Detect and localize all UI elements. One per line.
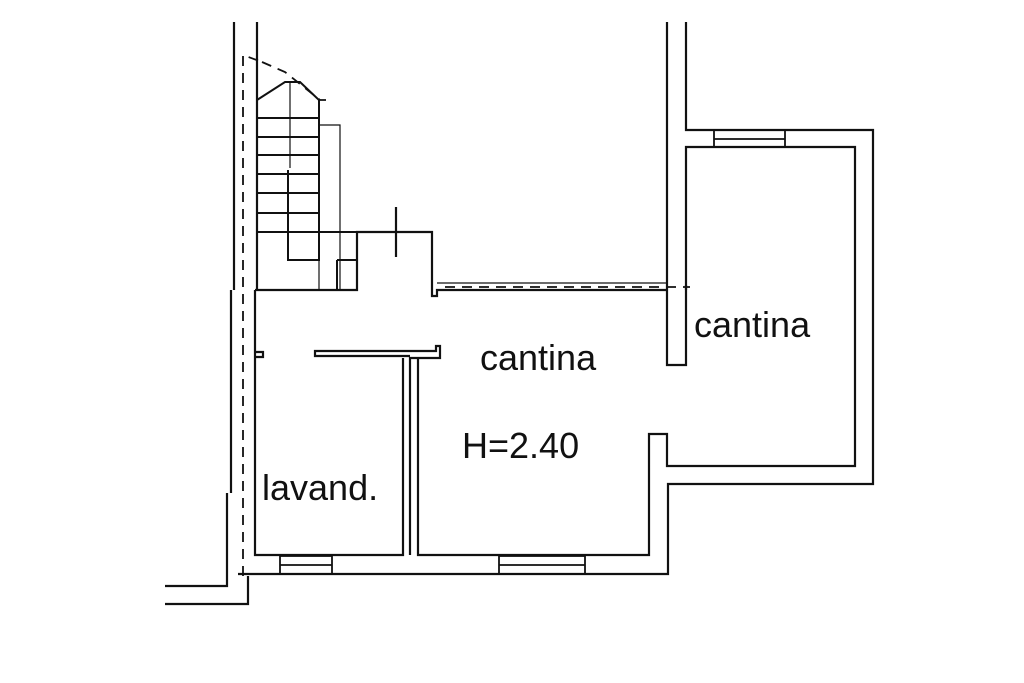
staircase	[256, 81, 357, 290]
windows	[279, 129, 786, 575]
dashed-lines	[242, 53, 690, 576]
room-label-cantina-right: cantina	[694, 304, 811, 345]
room-label-cantina-main: cantina	[480, 337, 597, 378]
ceiling-height-label: H=2.40	[462, 425, 580, 466]
room-label-laundry: lavand.	[262, 467, 379, 508]
